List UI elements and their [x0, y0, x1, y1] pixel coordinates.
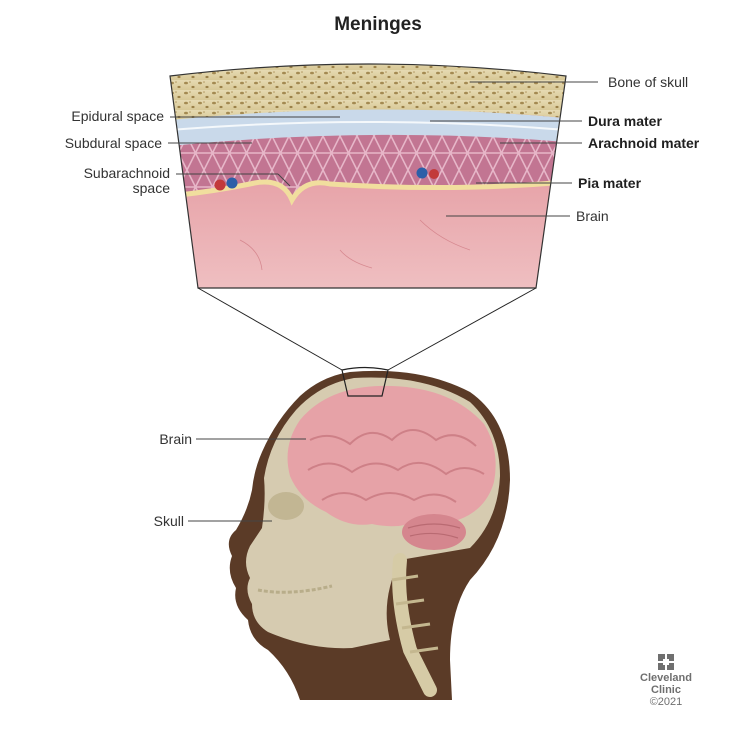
logo-line1: Cleveland [640, 672, 692, 684]
label-epidural-space: Epidural space [71, 108, 164, 124]
brain-shape [287, 385, 496, 527]
cleveland-clinic-cross-icon [658, 654, 674, 670]
logo-line2: Clinic [651, 684, 681, 696]
label-subarachnoid-line2: space [132, 180, 170, 196]
dura-layer [170, 109, 566, 146]
wedge-outline [169, 63, 567, 289]
vein-icon [416, 167, 428, 179]
zoom-box [341, 366, 389, 397]
zoom-line-right [387, 287, 537, 371]
label-pia-mater: Pia mater [578, 175, 642, 191]
logo-year: ©2021 [649, 696, 683, 708]
artery-icon [214, 179, 226, 191]
label-skull: Skull [153, 513, 184, 529]
cleveland-clinic-logo: Cleveland Clinic ©2021 [636, 654, 696, 708]
cerebellum-shape [402, 514, 466, 550]
label-subdural-space: Subdural space [64, 135, 162, 151]
diagram-title: Meninges [334, 14, 422, 35]
label-arachnoid-mater: Arachnoid mater [588, 135, 700, 151]
label-dura-mater: Dura mater [588, 113, 662, 129]
zoom-line-left [197, 287, 343, 371]
spine-shape [392, 553, 437, 697]
label-subarachnoid-space: Subarachnoid space [20, 166, 170, 196]
label-subarachnoid-line1: Subarachnoid [83, 165, 170, 181]
meninges-cross-section [170, 64, 566, 288]
vein-icon [226, 177, 238, 189]
head-illustration [228, 370, 511, 700]
bone-layer [170, 64, 566, 120]
artery-icon [429, 169, 439, 179]
label-brain-head: Brain [159, 431, 192, 447]
label-brain-detail: Brain [576, 208, 609, 224]
label-bone-of-skull: Bone of skull [608, 74, 689, 90]
leader-lines [168, 81, 598, 522]
